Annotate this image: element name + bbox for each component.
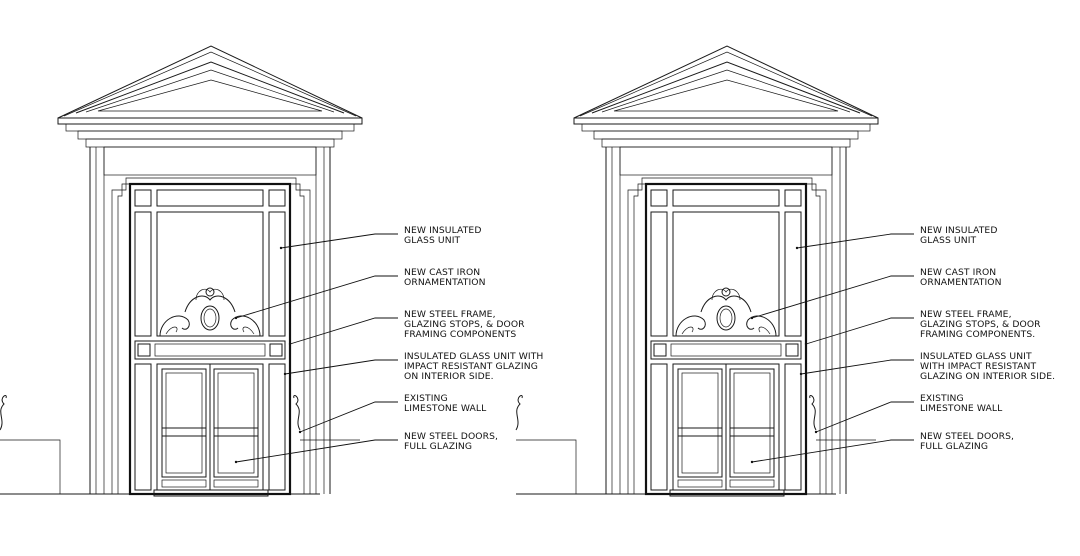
callout-label-line: ORNAMENTATION xyxy=(920,277,1002,288)
callout-label-line: GLAZING STOPS, & DOOR xyxy=(920,319,1041,330)
callout-label-line: WITH IMPACT RESISTANT xyxy=(920,361,1037,372)
steel-frame xyxy=(644,182,808,496)
callout-label-line: GLASS UNIT xyxy=(404,235,461,246)
callout-label-line: NEW INSULATED xyxy=(404,225,482,236)
callout-label-line: FRAMING COMPONENTS xyxy=(404,329,516,340)
callout-label-line: NEW STEEL DOORS, xyxy=(920,431,1014,442)
callout-label-line: FULL GLAZING xyxy=(920,441,988,452)
callout-label-line: LIMESTONE WALL xyxy=(920,403,1003,414)
limestone-wall xyxy=(0,395,360,494)
callout-label-line: ORNAMENTATION xyxy=(404,277,486,288)
callout-label-line: EXISTING xyxy=(404,393,448,404)
callout-label-line: ON INTERIOR SIDE. xyxy=(404,371,494,382)
callout-label-line: NEW INSULATED xyxy=(920,225,998,236)
callout-label-line: NEW CAST IRON xyxy=(920,267,996,278)
callout-label-line: LIMESTONE WALL xyxy=(404,403,487,414)
callout-label-line: IMPACT RESISTANT GLAZING xyxy=(404,361,538,372)
callout-label-line: NEW STEEL FRAME, xyxy=(404,309,496,320)
steel-frame xyxy=(128,182,292,496)
callout-label-line: INSULATED GLASS UNIT WITH xyxy=(404,351,543,362)
limestone-wall xyxy=(515,395,876,494)
cast-iron-ornament xyxy=(158,287,262,337)
pediment xyxy=(57,45,363,148)
callout-label-line: INSULATED GLASS UNIT xyxy=(920,351,1032,362)
callout-label-line: FULL GLAZING xyxy=(404,441,472,452)
callout-label-line: FRAMING COMPONENTS. xyxy=(920,329,1035,340)
callout-label-line: NEW CAST IRON xyxy=(404,267,480,278)
steel-doors xyxy=(153,363,269,497)
callout-label-line: GLASS UNIT xyxy=(920,235,977,246)
callout-label-line: GLAZING STOPS, & DOOR xyxy=(404,319,525,330)
pediment xyxy=(573,45,879,148)
callout-label-line: NEW STEEL DOORS, xyxy=(404,431,498,442)
callout-label-line: EXISTING xyxy=(920,393,964,404)
callout-label-line: NEW STEEL FRAME, xyxy=(920,309,1012,320)
cast-iron-ornament xyxy=(674,287,778,337)
elevation-left xyxy=(0,45,363,497)
callout-label-line: GLAZING ON INTERIOR SIDE. xyxy=(920,371,1055,382)
steel-doors xyxy=(669,363,785,497)
elevation-right xyxy=(515,45,879,497)
